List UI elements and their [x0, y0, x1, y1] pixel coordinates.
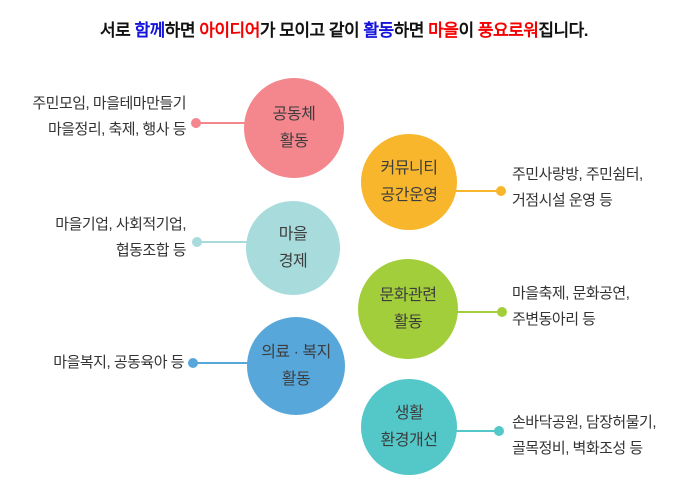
- description-line: 골목정비, 벽화조성 등: [512, 440, 643, 457]
- connector-line: [200, 241, 247, 243]
- connector-line: [455, 190, 498, 192]
- description-line: 마을정리, 축제, 행사 등: [47, 121, 187, 138]
- circle-medical-welfare: 의료 · 복지 활동: [247, 317, 345, 415]
- description-line: 주민사랑방, 주민쉼터,: [512, 166, 643, 183]
- circle-culture-activity: 문화관련 활동: [358, 259, 458, 359]
- description-line: 거점시설 운영 등: [512, 192, 613, 209]
- circle-label: 마을: [278, 226, 308, 243]
- description-line: 마을복지, 공동육아 등: [53, 354, 184, 371]
- connector-dot: [497, 307, 507, 317]
- description-line: 협동조합 등: [115, 242, 187, 259]
- circle-village-economy: 마을 경제: [246, 201, 340, 295]
- circle-label: 활동: [279, 133, 309, 150]
- description-community-activity: 주민모임, 마을테마만들기 마을정리, 축제, 행사 등: [0, 91, 186, 143]
- circle-community-space: 커뮤니티 공간운영: [361, 134, 457, 230]
- circle-label: 생활: [394, 405, 424, 422]
- circle-label: 공동체: [272, 106, 316, 123]
- description-line: 주민모임, 마을테마만들기: [32, 95, 186, 112]
- connector-line: [455, 430, 496, 432]
- circle-label: 문화관련: [379, 287, 437, 304]
- connector-dot: [191, 118, 201, 128]
- description-line: 마을기업, 사회적기업,: [55, 216, 186, 233]
- description-community-space: 주민사랑방, 주민쉼터, 거점시설 운영 등: [512, 162, 688, 214]
- circle-label: 커뮤니티: [380, 160, 438, 177]
- circle-label: 의료 · 복지: [261, 344, 331, 361]
- connector-line: [196, 362, 248, 364]
- connector-dot: [496, 186, 506, 196]
- connector-line: [456, 311, 499, 313]
- description-line: 주변동아리 등: [512, 311, 596, 328]
- description-living-environment: 손바닥공원, 담장허물기, 골목정비, 벽화조성 등: [512, 410, 688, 462]
- circle-label: 경제: [278, 253, 308, 270]
- page-title: 서로 함께하면 아이디어가 모이고 같이 활동하면 마을이 풍요로워집니다.: [99, 21, 589, 40]
- circle-label: 활동: [393, 314, 423, 331]
- circle-community-activity: 공동체 활동: [244, 78, 344, 178]
- description-line: 손바닥공원, 담장허물기,: [512, 414, 657, 431]
- description-culture-activity: 마을축제, 문화공연, 주변동아리 등: [512, 281, 688, 333]
- description-village-economy: 마을기업, 사회적기업, 협동조합 등: [0, 212, 186, 264]
- description-line: 마을축제, 문화공연,: [512, 285, 630, 302]
- circle-living-environment: 생활 환경개선: [361, 379, 457, 475]
- connector-dot: [494, 426, 504, 436]
- description-medical-welfare: 마을복지, 공동육아 등: [0, 350, 184, 376]
- circle-label: 활동: [281, 371, 311, 388]
- circle-label: 공간운영: [380, 187, 438, 204]
- circle-label: 환경개선: [380, 432, 438, 449]
- connector-dot: [188, 358, 198, 368]
- connector-dot: [192, 237, 202, 247]
- connector-line: [199, 122, 246, 124]
